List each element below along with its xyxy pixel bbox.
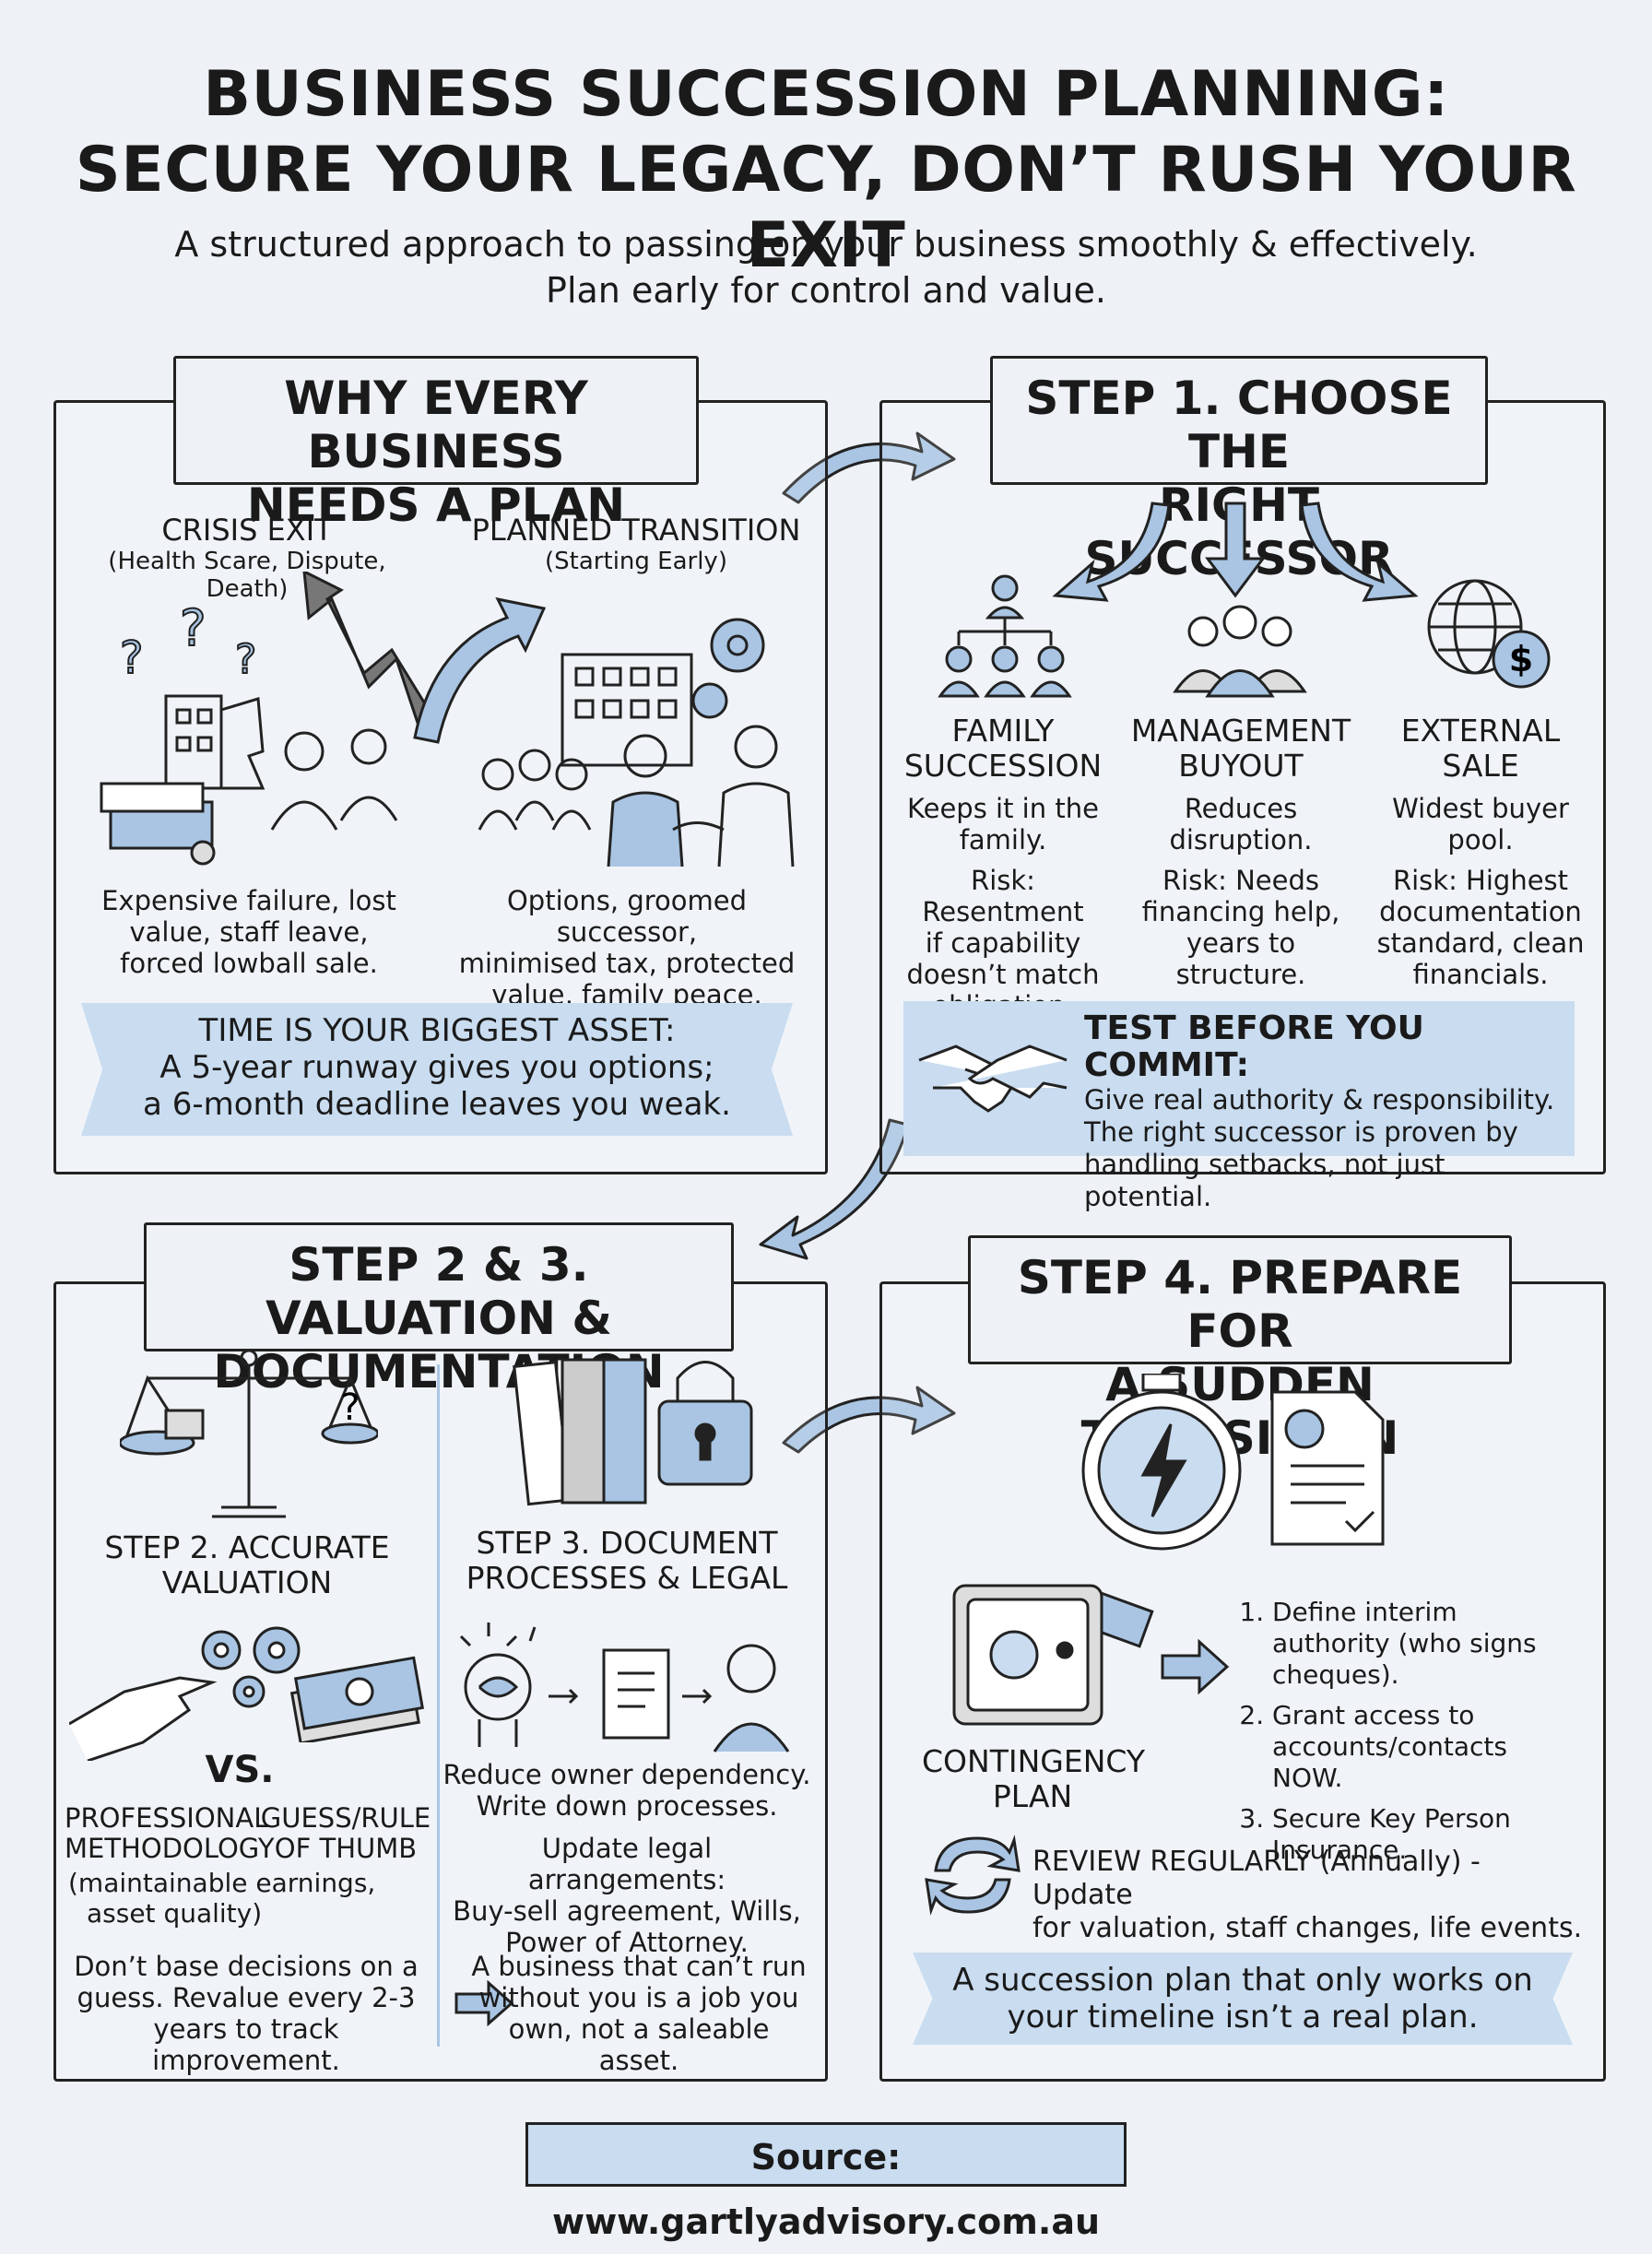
safe-icon	[952, 1584, 1154, 1726]
review-regularly-text: REVIEW REGULARLY (Annually) - Update for…	[1032, 1846, 1583, 1944]
svg-text:?: ?	[235, 636, 256, 683]
step1-title: STEP 1. CHOOSE THE RIGHT SUCCESSOR	[990, 356, 1488, 585]
refresh-icon	[925, 1835, 1021, 1916]
family-succession-option: FAMILY SUCCESSION Keeps it in the family…	[892, 713, 1114, 1022]
management-buyout-option: MANAGEMENT BUYOUT Reduces disruption. Ri…	[1123, 713, 1359, 991]
contingency-plan-label: CONTINGENCY PLAN	[922, 1743, 1146, 1814]
step3-saleable-asset: A business that can’t run without you is…	[471, 1951, 807, 2076]
step4-title: STEP 4. PREPARE FOR A SUDDEN TRANSITION	[968, 1235, 1512, 1465]
real-plan-banner	[913, 1953, 1573, 2045]
svg-text:?: ?	[120, 632, 143, 684]
step2-guidance: Don’t base decisions on a guess. Revalue…	[74, 1951, 419, 2076]
column-divider	[437, 1364, 440, 2047]
contingency-steps-list: Define interim authority (who signs cheq…	[1241, 1597, 1582, 1875]
professional-note: (maintainable earnings, asset quality)	[68, 1868, 376, 1929]
step23-title: STEP 2 & 3. VALUATION & DOCUMENTATION	[144, 1222, 734, 1398]
brain-doc-person-icon	[459, 1623, 790, 1752]
professional-methodology: PROFESSIONAL METHODOLOGY	[65, 1802, 275, 1864]
step3-owner-dependency: Reduce owner dependency. Write down proc…	[442, 1759, 811, 1822]
contingency-step-2: Grant access to accounts/contacts NOW.	[1272, 1700, 1582, 1794]
planned-transition-description: Options, groomed successor, minimised ta…	[458, 885, 796, 1010]
crisis-exit-heading: CRISIS EXIT (Health Scare, Dispute, Deat…	[108, 513, 386, 603]
family-tree-icon	[938, 574, 1072, 698]
planned-transition-heading: PLANNED TRANSITION (Starting Early)	[471, 513, 801, 575]
arrow-icon	[1161, 1639, 1230, 1694]
planned-office-icon	[478, 618, 795, 867]
external-sale-option: EXTERNAL SALE Widest buyer pool. Risk: H…	[1368, 713, 1593, 991]
test-before-commit-text: TEST BEFORE YOU COMMIT: Give real author…	[1084, 1009, 1555, 1213]
guess-rule-of-thumb: GUESS/RULE OF THUMB	[260, 1802, 431, 1864]
arrow-icon	[1052, 502, 1419, 602]
vs-label: VS.	[205, 1749, 275, 1791]
binders-lock-icon	[513, 1358, 753, 1506]
real-plan-banner-text: A succession plan that only works on you…	[952, 1962, 1533, 2036]
dollar-sign: $	[1509, 639, 1533, 679]
money-icon	[289, 1656, 425, 1742]
step3-heading: STEP 3. DOCUMENT PROCESSES & LEGAL	[466, 1525, 788, 1596]
family-succession-title: FAMILY SUCCESSION	[903, 713, 1103, 784]
arrow-icon	[759, 431, 956, 1454]
globe-dollar-icon: $	[1427, 579, 1551, 689]
svg-text:?: ?	[180, 599, 206, 657]
arrow-icon	[302, 572, 547, 744]
time-asset-banner-text: TIME IS YOUR BIGGEST ASSET: A 5-year run…	[143, 1012, 731, 1123]
test-before-commit-box	[903, 1001, 1575, 1156]
question-mark: ?	[340, 1387, 360, 1429]
time-asset-banner	[81, 1003, 793, 1136]
page-subtitle: A structured approach to passing on your…	[174, 224, 1478, 311]
why-title: WHY EVERY BUSINESS NEEDS A PLAN	[173, 356, 699, 532]
contingency-step-3: Secure Key Person Insurance.	[1272, 1803, 1582, 1866]
crisis-buildings-icon: ? ? ?	[100, 598, 398, 866]
gears-hand-icon	[69, 1626, 301, 1761]
page-title: BUSINESS SUCCESSION PLANNING: SECURE YOU…	[75, 58, 1577, 282]
management-group-icon	[1173, 605, 1307, 698]
contingency-step-1: Define interim authority (who signs cheq…	[1272, 1597, 1582, 1691]
management-buyout-title: MANAGEMENT BUYOUT	[1130, 713, 1351, 784]
document-icon	[1270, 1390, 1385, 1546]
arrow-icon	[454, 1980, 514, 2026]
stopwatch-icon	[1081, 1374, 1242, 1551]
handshake-icon	[918, 1044, 1068, 1113]
step2-heading: STEP 2. ACCURATE VALUATION	[104, 1529, 390, 1600]
source-footer: Source: www.gartlyadvisory.com.au	[525, 2122, 1127, 2242]
step3-legal: Update legal arrangements: Buy-sell agre…	[453, 1833, 801, 1958]
scales-icon: ?	[120, 1349, 378, 1518]
crisis-exit-description: Expensive failure, lost value, staff lea…	[101, 885, 396, 979]
external-sale-title: EXTERNAL SALE	[1400, 713, 1561, 784]
